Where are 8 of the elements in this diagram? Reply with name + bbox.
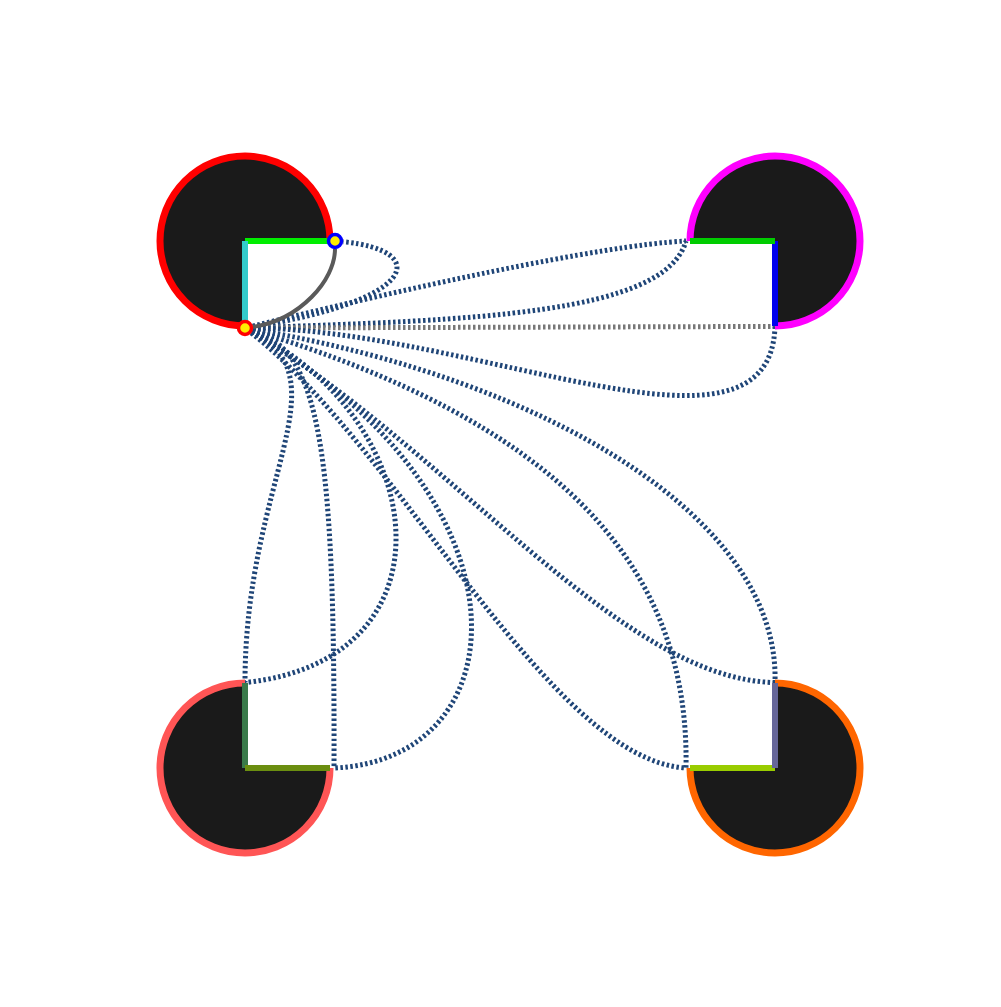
junction-dot	[236, 319, 254, 337]
three-quarter-disc	[686, 679, 864, 857]
three-quarter-disc	[156, 679, 334, 857]
connector	[252, 248, 337, 329]
three-quarter-disc	[686, 152, 864, 330]
dotted-connector	[244, 329, 399, 685]
junction-dot	[326, 232, 344, 250]
three-quarter-disc	[156, 152, 334, 330]
